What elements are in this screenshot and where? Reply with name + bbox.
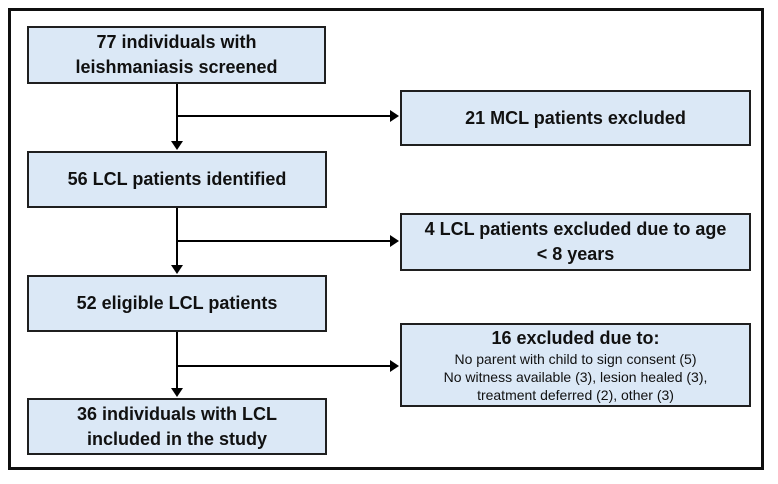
box-mcl-excluded: 21 MCL patients excluded <box>400 90 751 146</box>
arrowhead-screened-to-identified <box>171 141 183 150</box>
arrowhead-branch-mcl-excluded <box>390 110 399 122</box>
box-included-line-2: included in the study <box>86 428 267 449</box>
box-excluded-16-title: 16 excluded due to: <box>491 328 660 348</box>
box-screened-line-2: leishmaniasis screened <box>75 57 278 77</box>
box-included-line-1: 36 individuals with LCL <box>76 403 278 424</box>
box-lcl-identified: 56 LCL patients identified <box>27 151 327 208</box>
box-lcl-identified-line-1: 56 LCL patients identified <box>67 169 287 189</box>
box-age-excluded-line-2: < 8 years <box>536 244 615 264</box>
arrowhead-branch-16-excluded <box>390 360 399 372</box>
arrowhead-eligible-to-included <box>171 388 183 397</box>
outer-frame <box>8 8 764 470</box>
box-excluded-16-detail-2: No witness available (3), lesion healed … <box>443 369 708 385</box>
box-excluded-16-detail-3: treatment deferred (2), other (3) <box>477 387 674 403</box>
box-screened-line-1: 77 individuals with <box>96 32 257 52</box>
box-mcl-excluded-line-1: 21 MCL patients excluded <box>465 107 686 128</box>
arrowhead-branch-age-excluded <box>390 235 399 247</box>
box-excluded-16: 16 excluded due to: No parent with child… <box>400 323 751 407</box>
arrowhead-identified-to-eligible <box>171 265 183 274</box>
box-eligible: 52 eligible LCL patients <box>27 275 327 332</box>
box-screened: 77 individuals with leishmaniasis screen… <box>27 26 326 84</box>
box-age-excluded-line-1: 4 LCL patients excluded due to age <box>424 219 727 239</box>
box-age-excluded: 4 LCL patients excluded due to age < 8 y… <box>400 213 751 271</box>
box-excluded-16-detail-1: No parent with child to sign consent (5) <box>454 351 697 367</box>
box-eligible-line-1: 52 eligible LCL patients <box>76 293 278 313</box>
box-included: 36 individuals with LCL included in the … <box>27 398 327 455</box>
